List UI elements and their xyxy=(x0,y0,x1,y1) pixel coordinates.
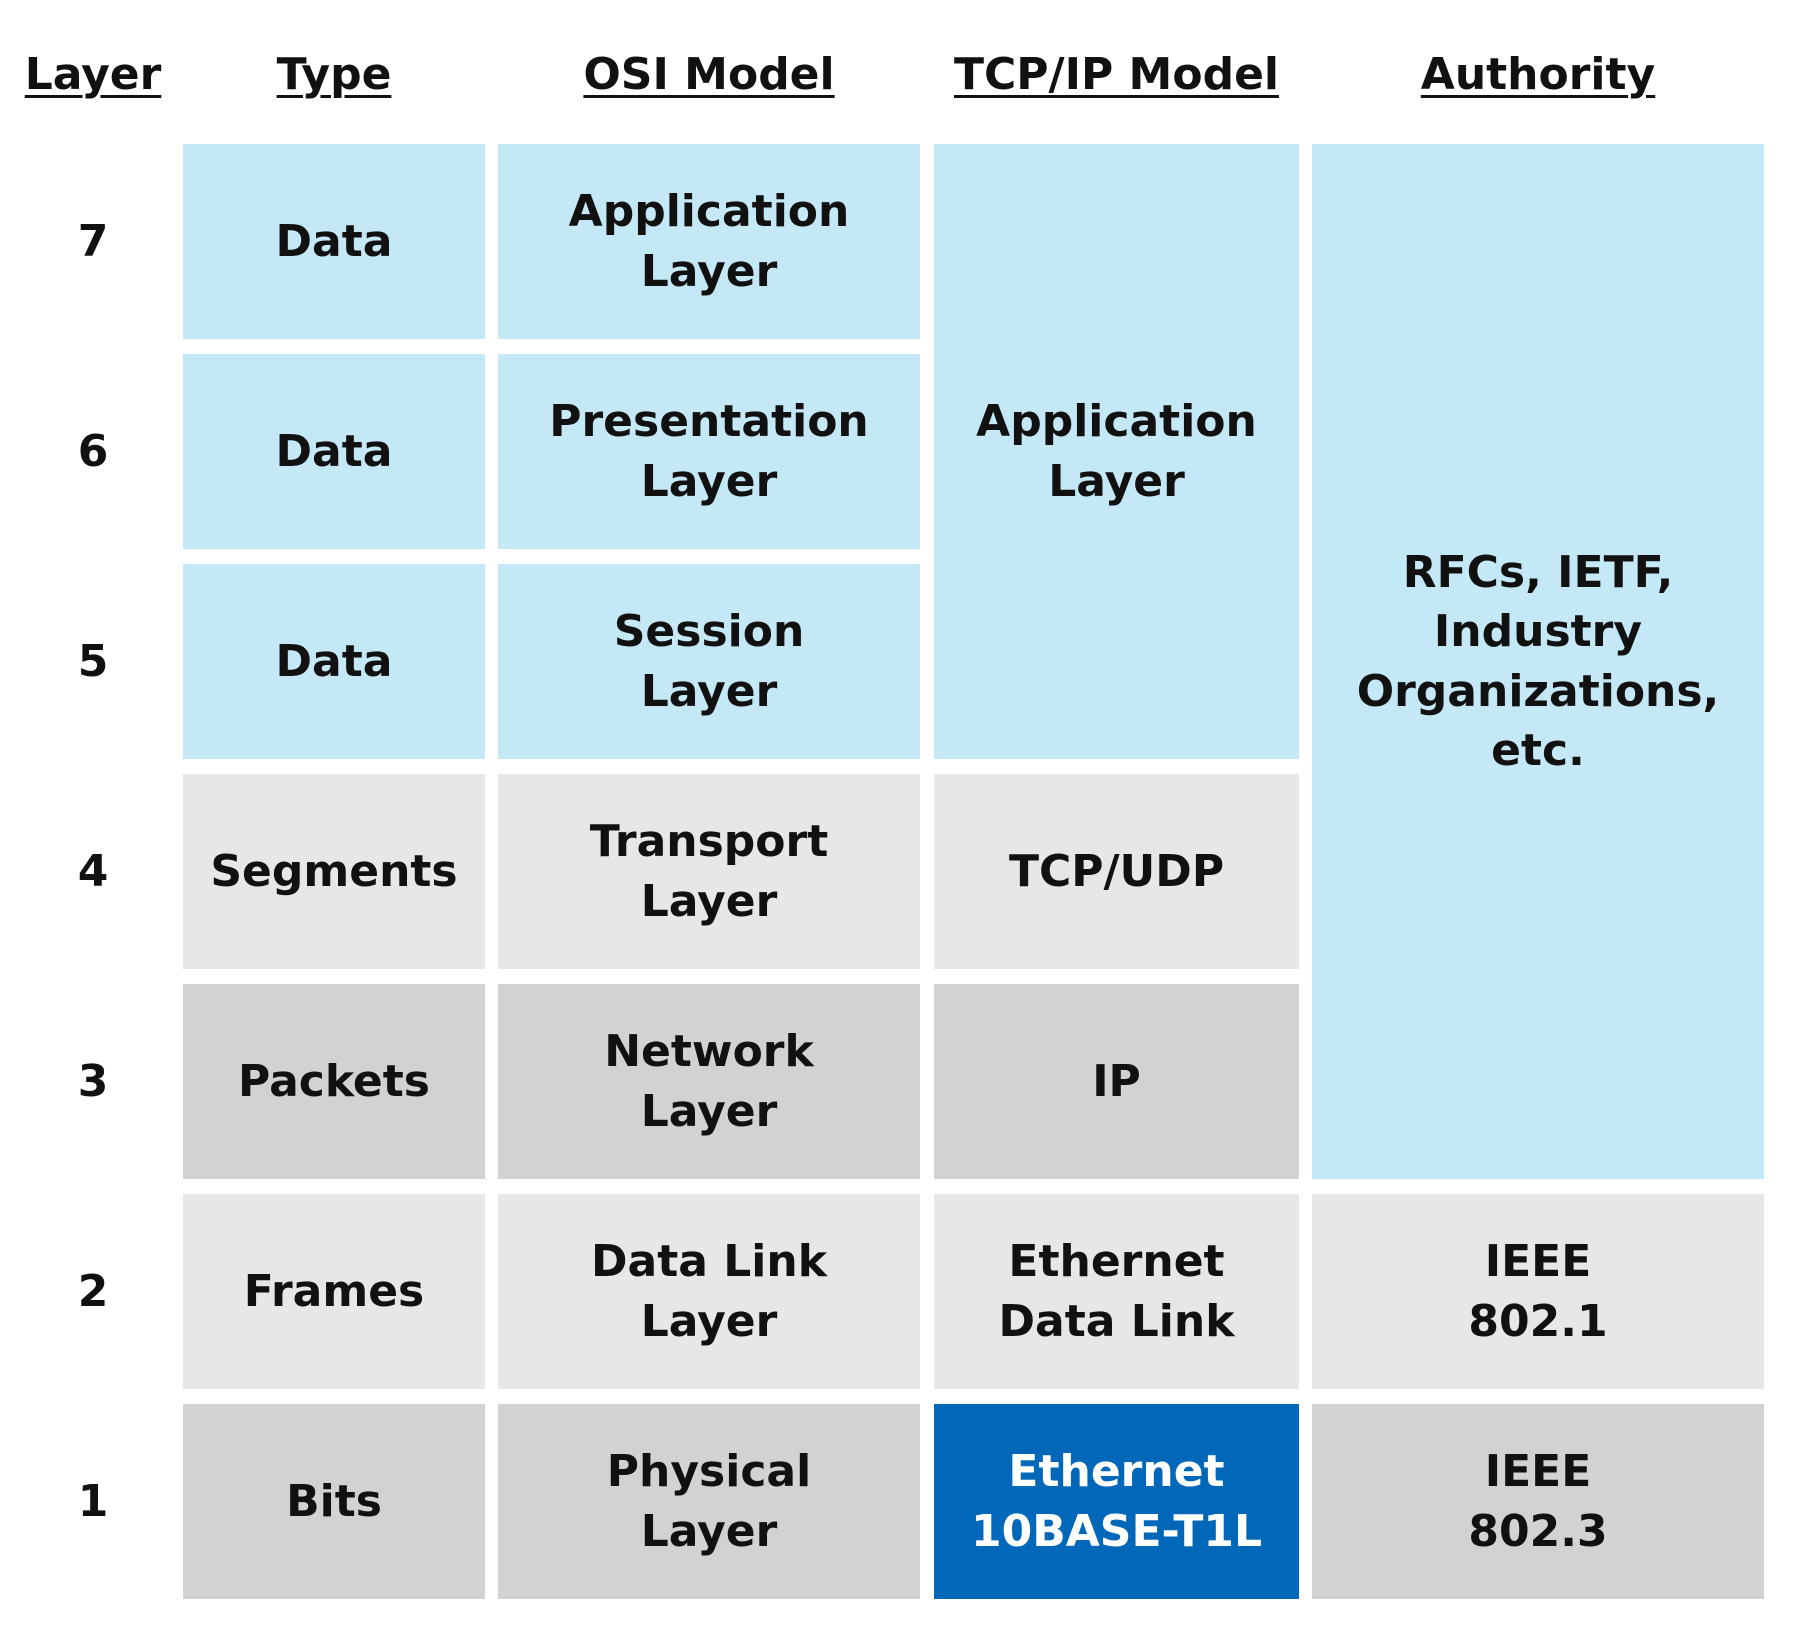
layer-number-4: 4 xyxy=(77,846,109,897)
osi-cell-presentation: Presentation Layer xyxy=(498,354,920,549)
type-cell-1: Bits xyxy=(183,1404,485,1599)
authority-cell-upper: RFCs, IETF, Industry Organizations, etc. xyxy=(1312,144,1764,1179)
type-cell-4: Segments xyxy=(183,774,485,969)
layer-number-6: 6 xyxy=(77,426,109,477)
tcpip-cell-network: IP xyxy=(934,984,1299,1179)
layer-number-2: 2 xyxy=(77,1266,109,1317)
layer-number-1: 1 xyxy=(77,1476,109,1527)
authority-cell-physical: IEEE 802.3 xyxy=(1312,1404,1764,1599)
tcpip-cell-data-link: Ethernet Data Link xyxy=(934,1194,1299,1389)
osi-cell-network: Network Layer xyxy=(498,984,920,1179)
header-authority: Authority xyxy=(1420,48,1656,100)
osi-cell-data-link: Data Link Layer xyxy=(498,1194,920,1389)
header-layer: Layer xyxy=(24,48,162,100)
layer-number-7: 7 xyxy=(77,216,109,267)
header-type: Type xyxy=(276,48,392,100)
header-osi-model: OSI Model xyxy=(583,48,835,100)
type-cell-5: Data xyxy=(183,564,485,759)
osi-cell-application: Application Layer xyxy=(498,144,920,339)
tcpip-cell-transport: TCP/UDP xyxy=(934,774,1299,969)
tcpip-cell-application: Application Layer xyxy=(934,144,1299,759)
type-cell-6: Data xyxy=(183,354,485,549)
layer-number-3: 3 xyxy=(77,1056,109,1107)
header-tcpip-model: TCP/IP Model xyxy=(954,48,1279,100)
type-cell-7: Data xyxy=(183,144,485,339)
type-cell-2: Frames xyxy=(183,1194,485,1389)
layer-number-5: 5 xyxy=(77,636,109,687)
osi-cell-session: Session Layer xyxy=(498,564,920,759)
osi-cell-physical: Physical Layer xyxy=(498,1404,920,1599)
type-cell-3: Packets xyxy=(183,984,485,1179)
tcpip-cell-physical-highlight: Ethernet 10BASE-T1L xyxy=(934,1404,1299,1599)
osi-cell-transport: Transport Layer xyxy=(498,774,920,969)
authority-cell-data-link: IEEE 802.1 xyxy=(1312,1194,1764,1389)
